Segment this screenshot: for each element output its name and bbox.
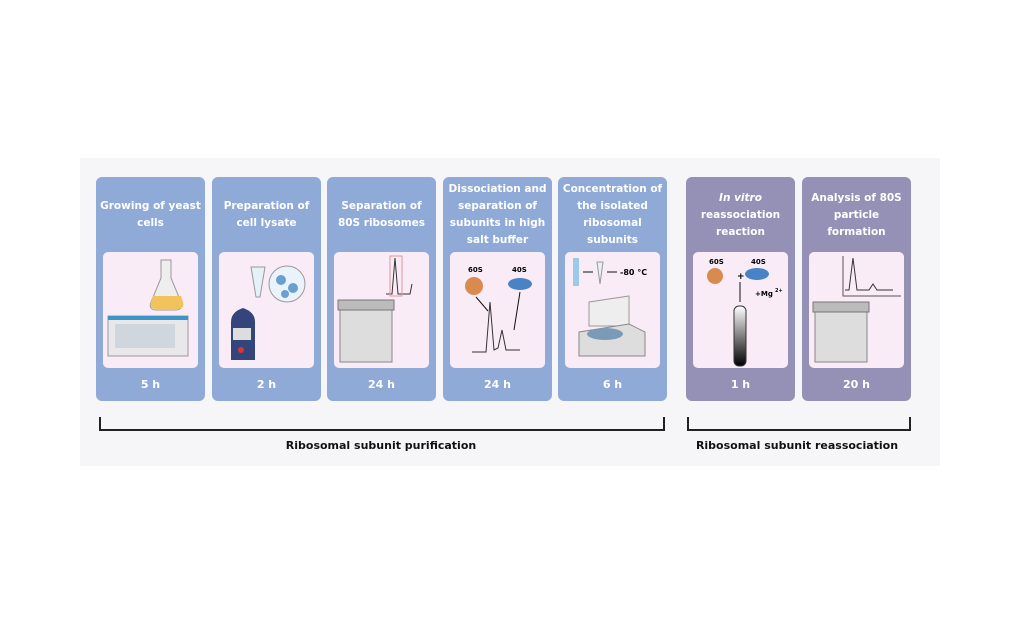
step-title: Growing of yeast cells <box>100 200 201 229</box>
step-duration: 24 h <box>368 378 395 391</box>
purification-bracket <box>99 417 665 431</box>
homogenizer-illustration <box>219 252 314 368</box>
label-40s: 40S <box>751 258 766 266</box>
step-duration: 1 h <box>730 378 751 391</box>
step-card-analysis: Analysis of 80S particle formation 20 h <box>802 177 911 401</box>
step-title: Separation of 80S ribosomes <box>337 200 426 229</box>
step-card-separation: Separation of 80S ribosomes 24 h <box>327 177 436 401</box>
step-card-reassociation: In vitro reassociation reaction 60S 40S + +M… <box>686 177 795 401</box>
subunit-profile-illustration: 60S 40S <box>450 252 545 368</box>
step-title: Concentration of the isolated ribosomal … <box>562 183 663 246</box>
label-mg: +Mg <box>755 290 773 298</box>
purification-label: Ribosomal subunit purification <box>285 439 477 452</box>
step-duration: 6 h <box>602 378 623 391</box>
step-duration: 24 h <box>484 378 511 391</box>
step-title: Preparation of cell lysate <box>223 200 310 229</box>
label-charge: 2+ <box>775 288 783 294</box>
step-title: Dissociation and separation of subunits … <box>448 183 547 246</box>
label-60s: 60S <box>468 266 483 274</box>
centrifuge-illustration: -80 °C <box>565 252 660 368</box>
title-text: reassociation reaction <box>700 208 781 238</box>
shaker-incubator-illustration <box>103 252 198 368</box>
step-title: In vitro reassociation reaction <box>686 177 795 253</box>
reassociation-bracket <box>687 417 911 431</box>
analysis-illustration <box>809 252 904 368</box>
reassociation-label: Ribosomal subunit reassociation <box>695 439 899 452</box>
label-minus-80: -80 °C <box>620 268 647 277</box>
step-card-concentration: Concentration of the isolated ribosomal … <box>558 177 667 401</box>
step-card-growing: Growing of yeast cells 5 h <box>96 177 205 401</box>
step-duration: 20 h <box>843 378 870 391</box>
ultracentrifuge-illustration <box>334 252 429 368</box>
label-40s: 40S <box>512 266 527 274</box>
step-title: Analysis of 80S particle formation <box>811 191 902 238</box>
step-duration: 2 h <box>256 378 277 391</box>
step-card-dissociation: Dissociation and separation of subunits … <box>443 177 552 401</box>
label-60s: 60S <box>709 258 724 266</box>
italic-title: In vitro <box>719 191 762 204</box>
step-duration: 5 h <box>140 378 161 391</box>
step-card-lysate: Preparation of cell lysate 2 h <box>212 177 321 401</box>
plus-sign: + <box>737 272 745 282</box>
